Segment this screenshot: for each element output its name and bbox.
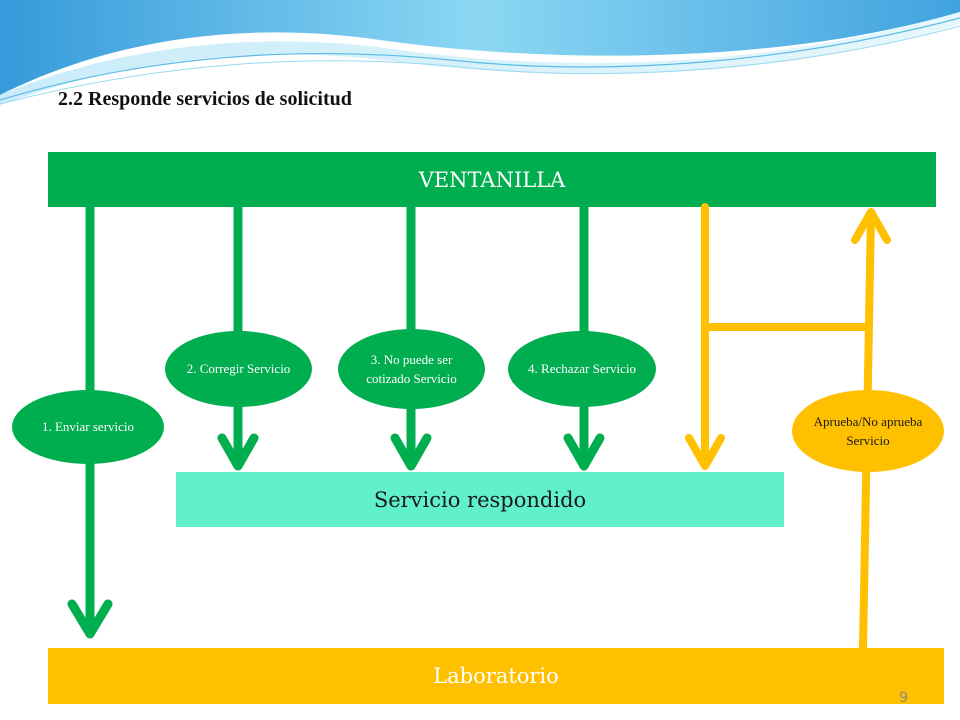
servicio-respondido-label: Servicio respondido [373,487,587,512]
servicio-respondido-box: Servicio respondido [176,472,784,527]
header-wave-decoration [0,0,960,105]
oval-aprueba-servicio: Aprueba/No aprueba Servicio [792,390,944,472]
arrow-aprueba-down [685,203,725,470]
oval-enviar-servicio: 1. Enviar servicio [12,390,164,464]
laboratorio-label: Laboratorio [433,664,559,688]
oval-aprueba-label: Aprueba/No aprueba Servicio [813,413,923,449]
page-number: 9 [899,690,908,706]
oval-corregir-servicio: 2. Corregir Servicio [165,331,312,407]
oval-no-cotizado-servicio: 3. No puede ser cotizado Servicio [338,329,485,409]
oval-corregir-label: 2. Corregir Servicio [186,361,291,377]
oval-no-cotizado-label: 3. No puede ser cotizado Servicio [366,351,457,387]
ventanilla-box: VENTANILLA [48,152,936,207]
oval-enviar-label: 1. Enviar servicio [41,419,135,435]
slide-title: 2.2 Responde servicios de solicitud [58,88,352,110]
oval-rechazar-servicio: 4. Rechazar Servicio [508,331,656,407]
oval-rechazar-label: 4. Rechazar Servicio [528,361,636,377]
ventanilla-label: VENTANILLA [418,167,566,192]
laboratorio-box: Laboratorio [48,648,944,704]
